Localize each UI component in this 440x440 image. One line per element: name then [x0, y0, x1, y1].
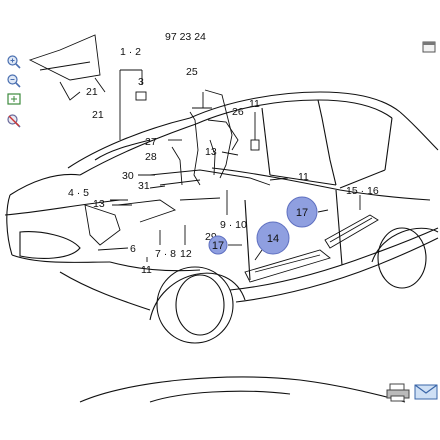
car-body-outline [4, 91, 439, 403]
zoom-out-icon[interactable] [6, 73, 22, 89]
svg-text:17: 17 [296, 207, 308, 219]
label-28: 28 [145, 151, 157, 163]
label-top-partial: 97 23 24 [165, 31, 206, 43]
label-21b: 21 [92, 109, 104, 121]
label-29: 29 [205, 231, 217, 243]
label-25: 25 [186, 66, 198, 78]
svg-text:17: 17 [212, 240, 224, 252]
label-1-2: 1 · 2 [120, 46, 141, 58]
parts-lines [28, 34, 379, 283]
highlight-17b[interactable]: 17 [208, 235, 228, 255]
label-7-8: 7 · 8 [155, 248, 176, 260]
fit-icon[interactable] [6, 91, 22, 107]
highlight-14[interactable]: 14 [256, 221, 290, 255]
svg-text:14: 14 [267, 233, 279, 245]
email-icon[interactable] [414, 382, 438, 407]
reset-icon[interactable] [6, 113, 22, 129]
window-icon[interactable] [422, 40, 436, 53]
print-icon[interactable] [386, 382, 410, 407]
label-11b: 11 [298, 171, 309, 183]
label-26: 26 [232, 106, 244, 118]
label-31: 31 [138, 180, 150, 192]
label-11a: 11 [249, 98, 260, 110]
label-15-16: 15 · 16 [346, 185, 379, 197]
label-13a: 13 [205, 146, 217, 158]
label-30: 30 [122, 170, 134, 182]
highlight-17a[interactable]: 17 [286, 196, 318, 228]
label-27: 27 [145, 136, 157, 148]
label-13b: 13 [93, 198, 105, 210]
label-12: 12 [180, 248, 192, 260]
label-3: 3 [138, 76, 144, 88]
label-11c: 11 [141, 264, 152, 276]
label-6: 6 [130, 243, 136, 255]
part-number-labels: 97 23 24 1 · 2 3 21 21 25 26 11 27 28 13… [68, 31, 379, 276]
label-9-10: 9 · 10 [220, 219, 247, 231]
zoom-in-icon[interactable] [6, 54, 22, 70]
label-21a: 21 [86, 86, 98, 98]
label-4-5: 4 · 5 [68, 187, 89, 199]
